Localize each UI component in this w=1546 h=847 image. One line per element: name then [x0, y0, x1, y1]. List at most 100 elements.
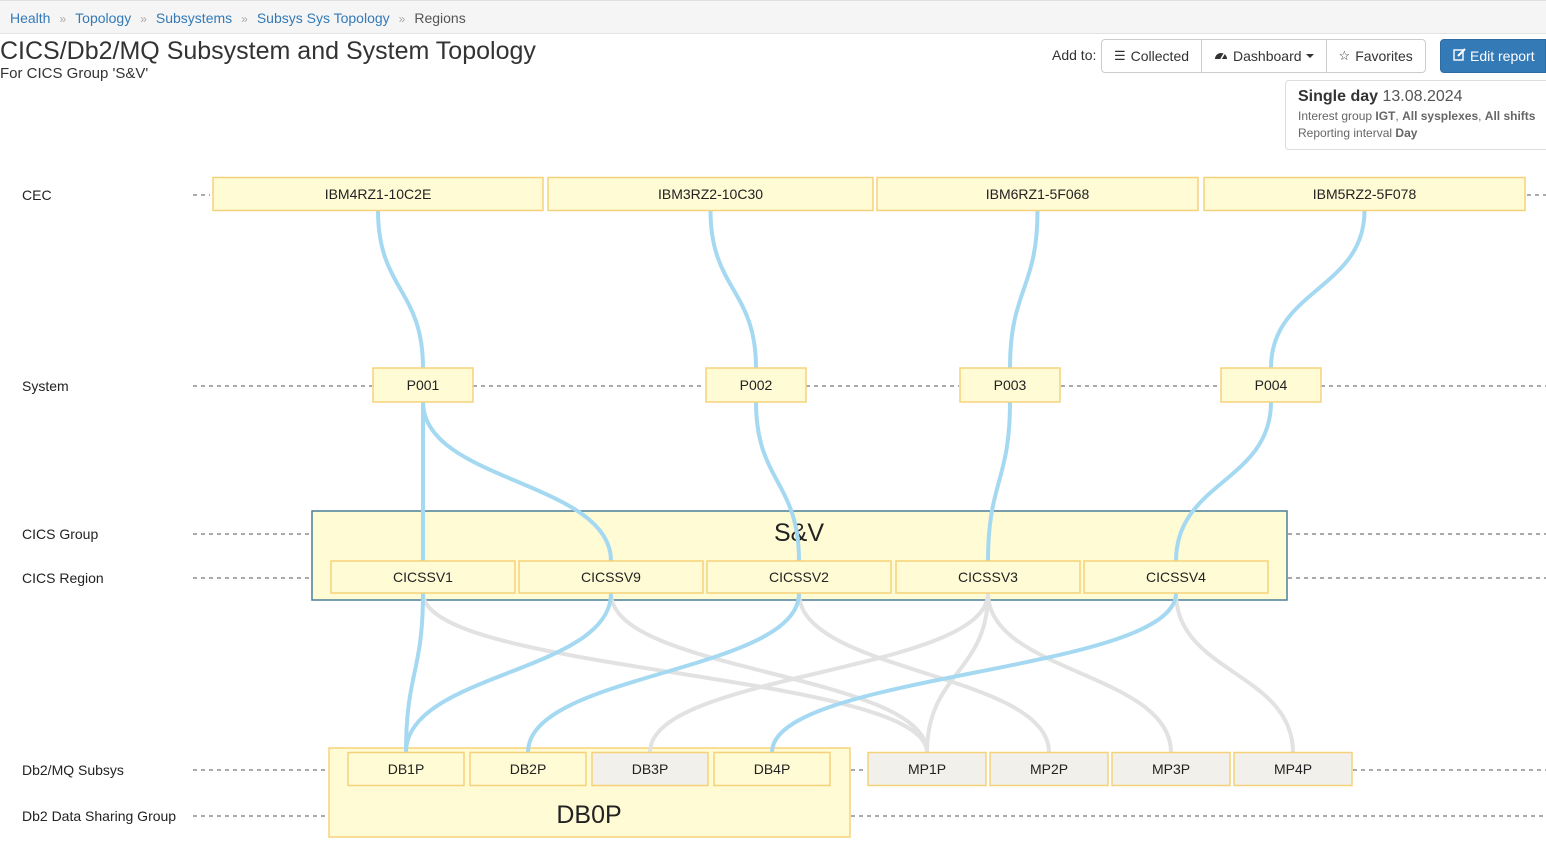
link-cicssv4-db4p — [770, 592, 1178, 753]
db2-subsys-node-db2p[interactable] — [469, 751, 587, 787]
db2-subsys-label-db2p: DB2P — [510, 761, 547, 777]
cics-region-node-cicssv1[interactable] — [330, 560, 516, 594]
link-p003-cicssv3 — [986, 401, 1012, 562]
date-info-panel[interactable]: Single day 13.08.2024 Interest group IGT… — [1285, 80, 1546, 150]
link-cicssv3-mp1p — [925, 592, 990, 753]
system-label-p001: P001 — [407, 377, 440, 393]
collected-button[interactable]: ☰ Collected — [1101, 39, 1203, 73]
chevron-down-icon — [1305, 54, 1314, 58]
add-to-button-group: ☰ Collected Dashboard ☆ Favorites — [1101, 39, 1426, 73]
link-cicssv1-mp1p — [421, 592, 929, 753]
star-icon: ☆ — [1338, 48, 1351, 63]
link-ibm3rz2-10c30-p002 — [708, 210, 758, 369]
cec-label-ibm4rz1-10c2e: IBM4RZ1-10C2E — [325, 186, 432, 202]
system-label-p002: P002 — [740, 377, 773, 393]
cics-region-label-cicssv2: CICSSV2 — [769, 569, 829, 585]
breadcrumb: Health » Topology » Subsystems » Subsys Sys To… — [0, 0, 1546, 34]
link-ibm4rz1-10c2e-p001 — [376, 210, 425, 369]
link-p001-cicssv9 — [421, 401, 613, 562]
system-label-p004: P004 — [1255, 377, 1288, 393]
date-value: 13.08.2024 — [1382, 88, 1463, 105]
breadcrumb-separator: » — [140, 12, 147, 26]
system-node-p003[interactable] — [959, 367, 1061, 403]
add-to-label: Add to: — [1052, 47, 1097, 63]
cics-region-node-cicssv3[interactable] — [895, 560, 1081, 594]
data-sharing-group-label: DB0P — [556, 801, 621, 829]
list-icon: ☰ — [1114, 48, 1126, 63]
cics-region-label-cicssv4: CICSSV4 — [1146, 569, 1206, 585]
cics-region-node-cicssv4[interactable] — [1083, 560, 1269, 594]
cics-region-node-cicssv9[interactable] — [518, 560, 704, 594]
db2-subsys-node-db3p[interactable] — [591, 751, 709, 787]
link-cicssv3-db3p — [648, 592, 990, 753]
mq-subsys-label-mp4p: MP4P — [1274, 761, 1312, 777]
breadcrumb-subsys-sys-topology[interactable]: Subsys Sys Topology — [256, 10, 390, 26]
mq-subsys-label-mp3p: MP3P — [1152, 761, 1190, 777]
link-cicssv3-mp3p — [986, 592, 1173, 753]
cics-region-label-cicssv3: CICSSV3 — [958, 569, 1018, 585]
edit-report-label: Edit report — [1470, 48, 1535, 64]
collected-label: Collected — [1130, 48, 1190, 64]
system-node-p001[interactable] — [372, 367, 474, 403]
breadcrumb-separator: » — [241, 12, 248, 26]
link-cicssv4-mp4p — [1174, 592, 1295, 753]
breadcrumb-subsystems[interactable]: Subsystems — [155, 10, 233, 26]
link-ibm5rz2-5f078-p004 — [1269, 210, 1367, 369]
reporting-interval-label: Reporting interval — [1298, 126, 1393, 140]
cics-region-label-cicssv1: CICSSV1 — [393, 569, 453, 585]
system-node-p002[interactable] — [705, 367, 807, 403]
dashboard-icon — [1214, 49, 1228, 64]
level-label-db2-mq-subsys: Db2/MQ Subsys — [22, 762, 124, 778]
reporting-interval-value: Day — [1395, 126, 1418, 140]
edit-icon — [1453, 48, 1466, 64]
sysplexes-value: All sysplexes — [1402, 109, 1479, 123]
breadcrumb-topology[interactable]: Topology — [75, 10, 132, 26]
link-cicssv2-mp2p — [797, 592, 1051, 753]
cics-region-label-cicssv9: CICSSV9 — [581, 569, 641, 585]
mq-subsys-label-mp2p: MP2P — [1030, 761, 1068, 777]
link-cicssv9-db1p — [404, 592, 613, 753]
db2-subsys-node-db1p[interactable] — [347, 751, 465, 787]
shifts-value: All shifts — [1484, 109, 1536, 123]
link-cicssv1-db1p — [404, 592, 425, 753]
link-cicssv2-db2p — [526, 592, 801, 753]
cec-label-ibm5rz2-5f078: IBM5RZ2-5F078 — [1313, 186, 1417, 202]
dashboard-dropdown-button[interactable]: Dashboard — [1201, 39, 1327, 73]
system-label-p003: P003 — [994, 377, 1027, 393]
interest-group-label: Interest group — [1298, 109, 1373, 123]
link-p002-cicssv2 — [754, 401, 801, 562]
page-subtitle: For CICS Group 'S&V' — [0, 65, 149, 82]
cec-label-ibm3rz2-10c30: IBM3RZ2-10C30 — [658, 186, 763, 202]
breadcrumb-regions: Regions — [414, 10, 466, 26]
mq-subsys-node-mp3p[interactable] — [1111, 751, 1231, 787]
cec-label-ibm6rz1-5f068: IBM6RZ1-5F068 — [986, 186, 1090, 202]
level-label-cec: CEC — [22, 187, 52, 203]
favorites-label: Favorites — [1355, 48, 1413, 64]
mq-subsys-node-mp4p[interactable] — [1233, 751, 1353, 787]
breadcrumb-separator: » — [59, 12, 67, 26]
system-node-p004[interactable] — [1220, 367, 1322, 403]
interest-group-value: IGT — [1375, 109, 1396, 123]
level-label-cics-region: CICS Region — [22, 570, 104, 586]
cec-node-ibm6rz1-5f068[interactable] — [876, 176, 1199, 212]
breadcrumb-separator: » — [398, 12, 406, 26]
level-label-db2-data-sharing-group: Db2 Data Sharing Group — [22, 808, 176, 824]
level-label-system: System — [22, 378, 69, 394]
mq-subsys-node-mp1p[interactable] — [867, 751, 987, 787]
mq-subsys-label-mp1p: MP1P — [908, 761, 946, 777]
db2-subsys-label-db4p: DB4P — [754, 761, 791, 777]
cec-node-ibm4rz1-10c2e[interactable] — [212, 176, 544, 212]
level-label-cics-group: CICS Group — [22, 526, 98, 542]
mq-subsys-node-mp2p[interactable] — [989, 751, 1109, 787]
breadcrumb-health[interactable]: Health — [10, 10, 51, 26]
cec-node-ibm3rz2-10c30[interactable] — [547, 176, 874, 212]
db2-subsys-node-db4p[interactable] — [713, 751, 831, 787]
cec-node-ibm5rz2-5f078[interactable] — [1203, 176, 1526, 212]
db2-subsys-label-db3p: DB3P — [632, 761, 669, 777]
dashboard-label: Dashboard — [1233, 48, 1302, 64]
favorites-button[interactable]: ☆ Favorites — [1325, 39, 1426, 73]
link-cicssv9-mp1p — [609, 592, 929, 753]
link-p004-cicssv4 — [1174, 401, 1273, 562]
db2-subsys-label-db1p: DB1P — [388, 761, 425, 777]
cics-region-node-cicssv2[interactable] — [706, 560, 892, 594]
